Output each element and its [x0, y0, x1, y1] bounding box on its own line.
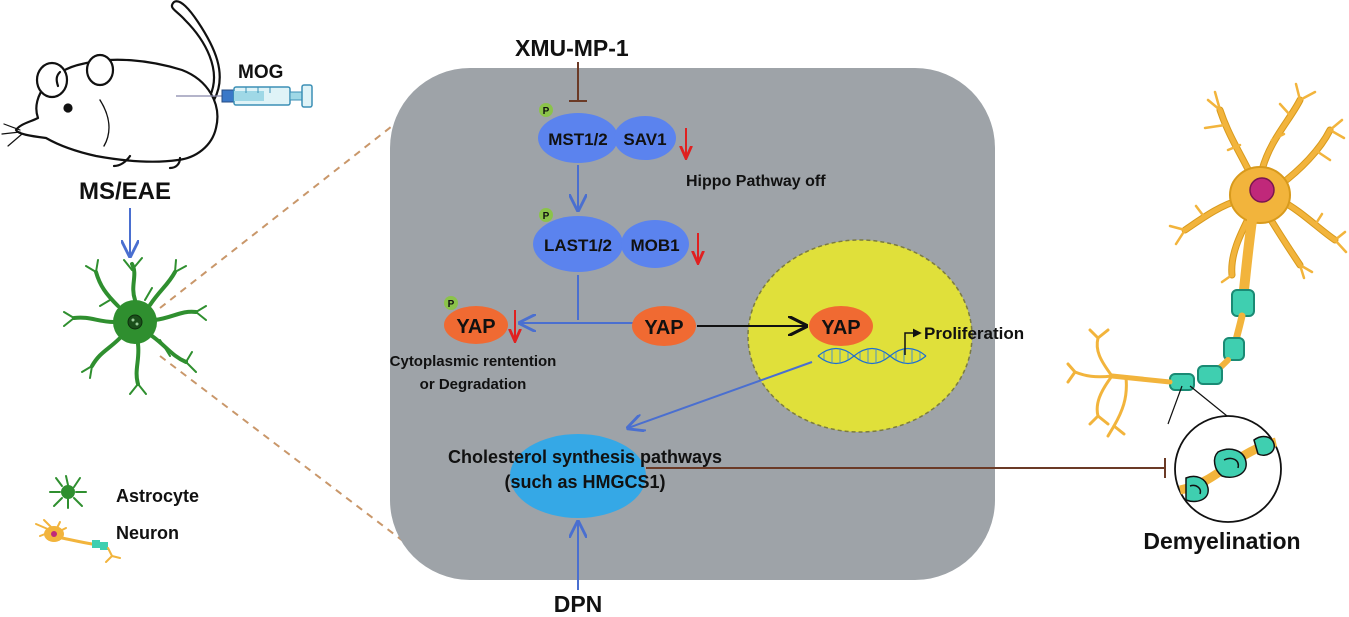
mog-label: MOG [238, 62, 283, 83]
sav-node [614, 116, 676, 160]
yap-phospho-label: YAP [456, 316, 495, 338]
yap-node [632, 306, 696, 346]
demyelination-zoom-icon [1174, 415, 1282, 523]
proliferation-label: Proliferation [924, 324, 1024, 343]
yap-label: YAP [644, 317, 683, 339]
phospho-mst [539, 103, 553, 117]
phospho-last [539, 208, 553, 222]
demyelination-label: Demyelination [1143, 528, 1300, 554]
cyto-line1: Cytoplasmic rentention [390, 353, 557, 370]
mob-node [621, 220, 689, 268]
zoom-line-bottom [159, 355, 429, 561]
phospho-last-label: P [543, 211, 550, 222]
transcription-arrow [904, 328, 922, 355]
xmu-mp-1-label: XMU-MP-1 [515, 35, 629, 61]
sav-label: SAV1 [623, 130, 666, 149]
cholesterol-line2: (such as HMGCS1) [504, 472, 665, 492]
mouse-icon [1, 0, 221, 170]
mst-label: MST1/2 [548, 130, 608, 149]
yap-phospho-node [444, 306, 508, 344]
hippo-label: Hippo Pathway off [686, 173, 826, 190]
zoom-line-top [159, 111, 411, 309]
last-label: LAST1/2 [544, 236, 612, 255]
phospho-yap-label: P [448, 299, 455, 310]
mob-label: MOB1 [630, 236, 679, 255]
cholesterol-node [510, 434, 646, 518]
last-node [533, 216, 623, 272]
phospho-mst-label: P [543, 106, 550, 117]
zoom-line-right [1189, 385, 1233, 421]
dna-icon [817, 347, 927, 365]
dpn-label: DPN [554, 591, 603, 617]
cholesterol-line1: Cholesterol synthesis pathways [448, 447, 722, 467]
zoom-line-left [1167, 385, 1183, 425]
legend-neuron-icon [35, 519, 121, 563]
legend-neuron-label: Neuron [116, 523, 179, 543]
arrow-dna-to-cholesterol [628, 361, 813, 428]
yap-nuclear-label: YAP [821, 317, 860, 339]
ms-eae-label: MS/EAE [79, 178, 171, 205]
yap-nuclear-node [809, 306, 873, 346]
astrocyte-icon [63, 257, 207, 395]
legend-astrocyte-label: Astrocyte [116, 486, 199, 506]
mst-node [538, 113, 618, 163]
phospho-yap [444, 296, 458, 310]
syringe-icon [176, 84, 313, 108]
neuron-icon [1066, 82, 1348, 438]
legend-astrocyte-icon [49, 475, 87, 509]
cyto-line2: or Degradation [420, 376, 527, 393]
